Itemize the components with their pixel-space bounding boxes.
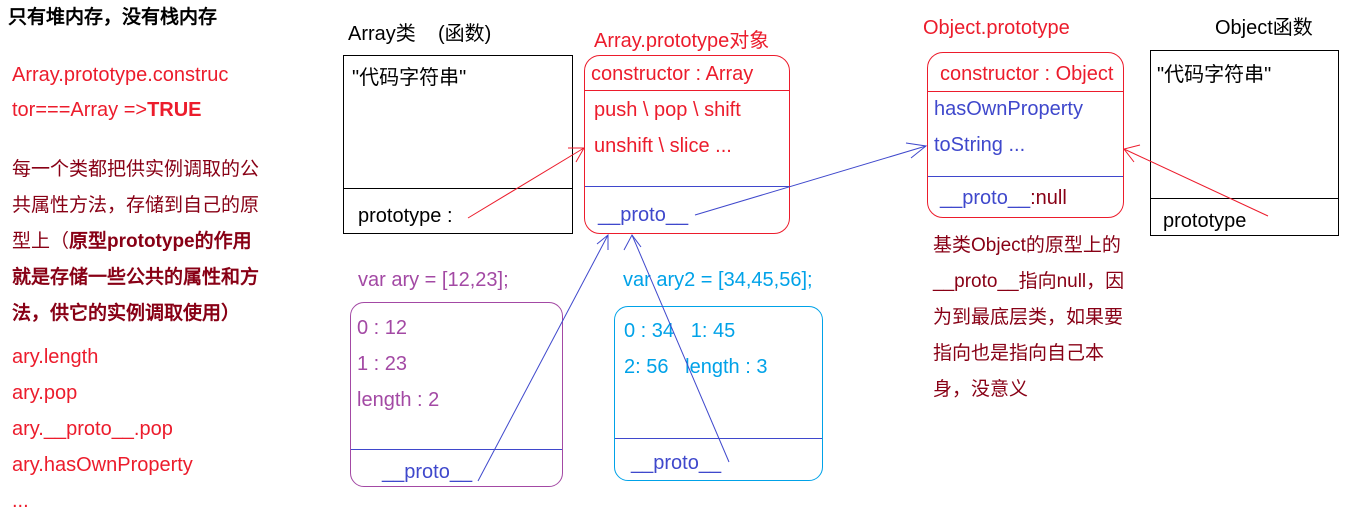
ary2-proto: __proto__ [631, 452, 722, 474]
ary-proto: __proto__ [382, 461, 473, 483]
object-prototype-label: Object.prototype [923, 17, 1070, 39]
divider [1151, 198, 1338, 199]
note-line: 基类Object的原型上的 [933, 235, 1121, 256]
para-text: 型上（ [12, 231, 70, 252]
object-class-box: "代码字符串" prototype [1150, 50, 1339, 236]
object-class-label: Object函数 [1215, 17, 1313, 39]
arrow-object-class-prototype-to-object-prototype [1123, 144, 1269, 217]
ary-item: 0 : 12 [357, 317, 408, 339]
proto-value: :null [1030, 187, 1067, 209]
object-class-prototype: prototype [1163, 210, 1247, 232]
ary-item: 1 : 23 [357, 353, 408, 375]
array-prototype-label: Array.prototype对象 [594, 30, 770, 52]
list-item: ary.pop [12, 382, 78, 404]
object-prototype-method-1: hasOwnProperty [934, 98, 1083, 120]
para-line-4: 就是存储一些公共的属性和方 [12, 267, 260, 288]
list-item: ary.length [12, 346, 99, 368]
ary2-box: 0 : 34 1: 45 2: 56 length : 3 __proto__ [614, 306, 823, 481]
para-line-1: 每一个类都把供实例调取的公 [12, 159, 260, 180]
page-title: 只有堆内存，没有栈内存 [8, 7, 218, 28]
divider [928, 91, 1123, 92]
array-prototype-methods-2: unshift \ slice ... [594, 135, 732, 157]
note-line: 为到最底层类，如果要 [933, 307, 1124, 328]
arrow-prototype-to-array-prototype [467, 147, 585, 219]
divider [585, 90, 789, 91]
constructor-line-1: Array.prototype.construc [12, 64, 229, 86]
constructor-expression: tor===Array => [12, 99, 148, 121]
array-class-label: Array类 (函数) [348, 23, 492, 45]
array-prototype-constructor: constructor : Array [591, 63, 754, 85]
proto-key: __proto__ [940, 187, 1031, 209]
divider [585, 186, 789, 187]
divider [928, 176, 1123, 177]
para-line-5: 法，供它的实例调取使用） [12, 303, 241, 324]
list-item: ary.hasOwnProperty [12, 454, 193, 476]
array-class-code: "代码字符串" [352, 67, 467, 89]
constructor-line-2: tor===Array =>TRUE [12, 98, 202, 122]
array-prototype-box: constructor : Array push \ pop \ shift u… [584, 55, 790, 234]
note-line: __proto__指向null，因 [933, 271, 1125, 292]
list-item: ... [12, 490, 29, 512]
ary-item: length : 2 [357, 389, 440, 411]
ary-box: 0 : 12 1 : 23 length : 2 __proto__ [350, 302, 563, 487]
list-item: ary.__proto__.pop [12, 418, 173, 440]
arrow-array-proto-to-object-prototype [694, 142, 928, 216]
object-prototype-box: constructor : Object hasOwnProperty toSt… [927, 52, 1124, 218]
divider [344, 188, 572, 189]
para-bold: 原型prototype的作用 [69, 231, 252, 252]
note-line: 指向也是指向自己本 [933, 343, 1105, 364]
ary2-items-row: 0 : 34 1: 45 [624, 320, 736, 342]
object-class-code: "代码字符串" [1157, 64, 1272, 86]
array-prototype-methods-1: push \ pop \ shift [594, 99, 741, 121]
object-prototype-constructor: constructor : Object [940, 63, 1114, 85]
object-prototype-proto: __proto__:null [940, 186, 1067, 210]
ary2-items-row: 2: 56 length : 3 [624, 356, 768, 378]
constructor-result: TRUE [147, 99, 202, 121]
ary-declaration: var ary = [12,23]; [358, 269, 509, 291]
arrow-ary-proto-to-array-prototype [477, 233, 609, 482]
ary2-declaration: var ary2 = [34,45,56]; [623, 269, 813, 291]
array-class-prototype: prototype : [358, 205, 453, 227]
array-prototype-proto: __proto__ [598, 204, 689, 226]
arrow-ary2-proto-to-array-prototype [623, 234, 730, 463]
note-line: 身，没意义 [933, 379, 1029, 400]
para-line-3: 型上（原型prototype的作用 [12, 230, 252, 254]
object-prototype-method-2: toString ... [934, 134, 1026, 156]
para-line-2: 共属性方法，存储到自己的原 [12, 195, 260, 216]
divider [351, 449, 562, 450]
array-class-box: "代码字符串" prototype : [343, 55, 573, 234]
